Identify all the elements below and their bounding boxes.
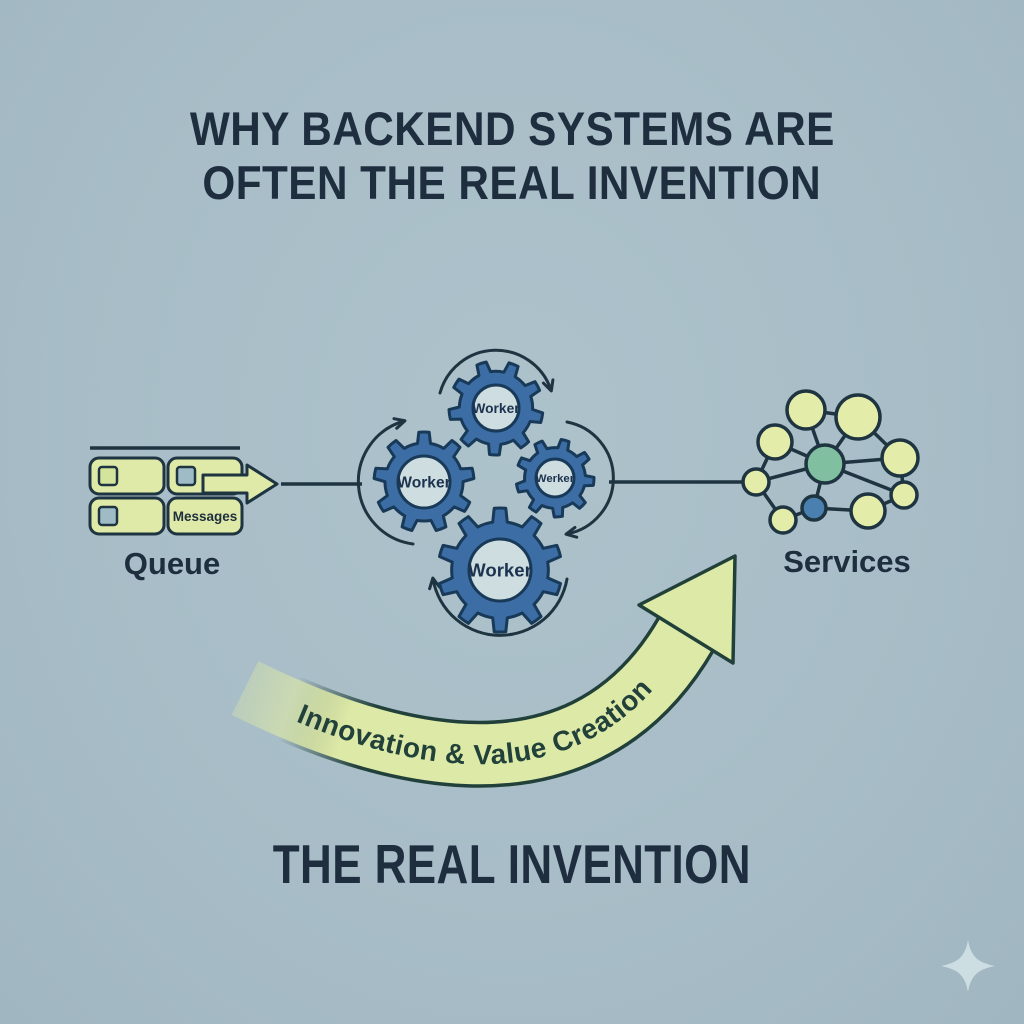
services-label: Services	[783, 544, 911, 579]
network-node-yellow	[756, 423, 794, 461]
network-node-blue	[800, 494, 828, 522]
gear-label: Worker	[472, 401, 520, 416]
message-square-icon	[97, 505, 119, 527]
rotation-arc-bottom-icon	[428, 576, 569, 637]
rotation-arc-left-icon	[356, 417, 415, 546]
rotation-arc-right-icon	[564, 420, 615, 539]
messages-tag: Messages	[173, 509, 238, 524]
page-title-line1: WHY BACKEND SYSTEMS ARE	[189, 102, 835, 155]
network-node-yellow	[834, 393, 882, 441]
gear-hole	[396, 454, 452, 510]
network-node-yellow	[768, 505, 798, 535]
footer-title: THE REAL INVENTION	[0, 832, 1024, 896]
network-node-yellow	[741, 467, 771, 497]
message-box-labeled	[166, 496, 244, 536]
worker-gear-icon: Worker	[372, 430, 476, 532]
rotation-arrows	[356, 348, 615, 637]
innovation-arrowhead	[637, 554, 737, 665]
queue-arrow-right-icon	[201, 463, 279, 505]
services-network	[741, 389, 920, 535]
network-node-green	[804, 443, 846, 485]
page-title: WHY BACKEND SYSTEMS ARE OFTEN THE REAL I…	[0, 102, 1024, 210]
gear-label: Worker	[397, 474, 450, 491]
network-node-yellow	[849, 492, 887, 530]
gear-label: Werker	[536, 473, 575, 485]
message-square-icon	[97, 465, 119, 487]
network-node-yellow	[880, 438, 920, 478]
gear-hole	[467, 537, 533, 603]
network-node-yellow	[889, 480, 919, 510]
innovation-arrow-band	[231, 618, 712, 785]
gear-hole	[471, 383, 521, 433]
worker-gear-icon: Worker	[447, 360, 545, 457]
gear-hole	[534, 457, 576, 499]
queue-label: Queue	[123, 546, 221, 581]
message-square-icon	[175, 465, 197, 487]
page-title-line2: OFTEN THE REAL INVENTION	[202, 156, 822, 209]
worker-gear-icon: Werker	[515, 438, 596, 519]
gear-label: Worker	[468, 560, 532, 581]
rotation-arc-top-icon	[438, 348, 555, 395]
network-node-yellow	[785, 389, 827, 431]
worker-gear-icon: Worker	[438, 506, 562, 634]
footer-title-text: THE REAL INVENTION	[272, 833, 752, 895]
sparkle-icon	[941, 940, 995, 992]
queue-icon: Messages	[88, 446, 279, 536]
